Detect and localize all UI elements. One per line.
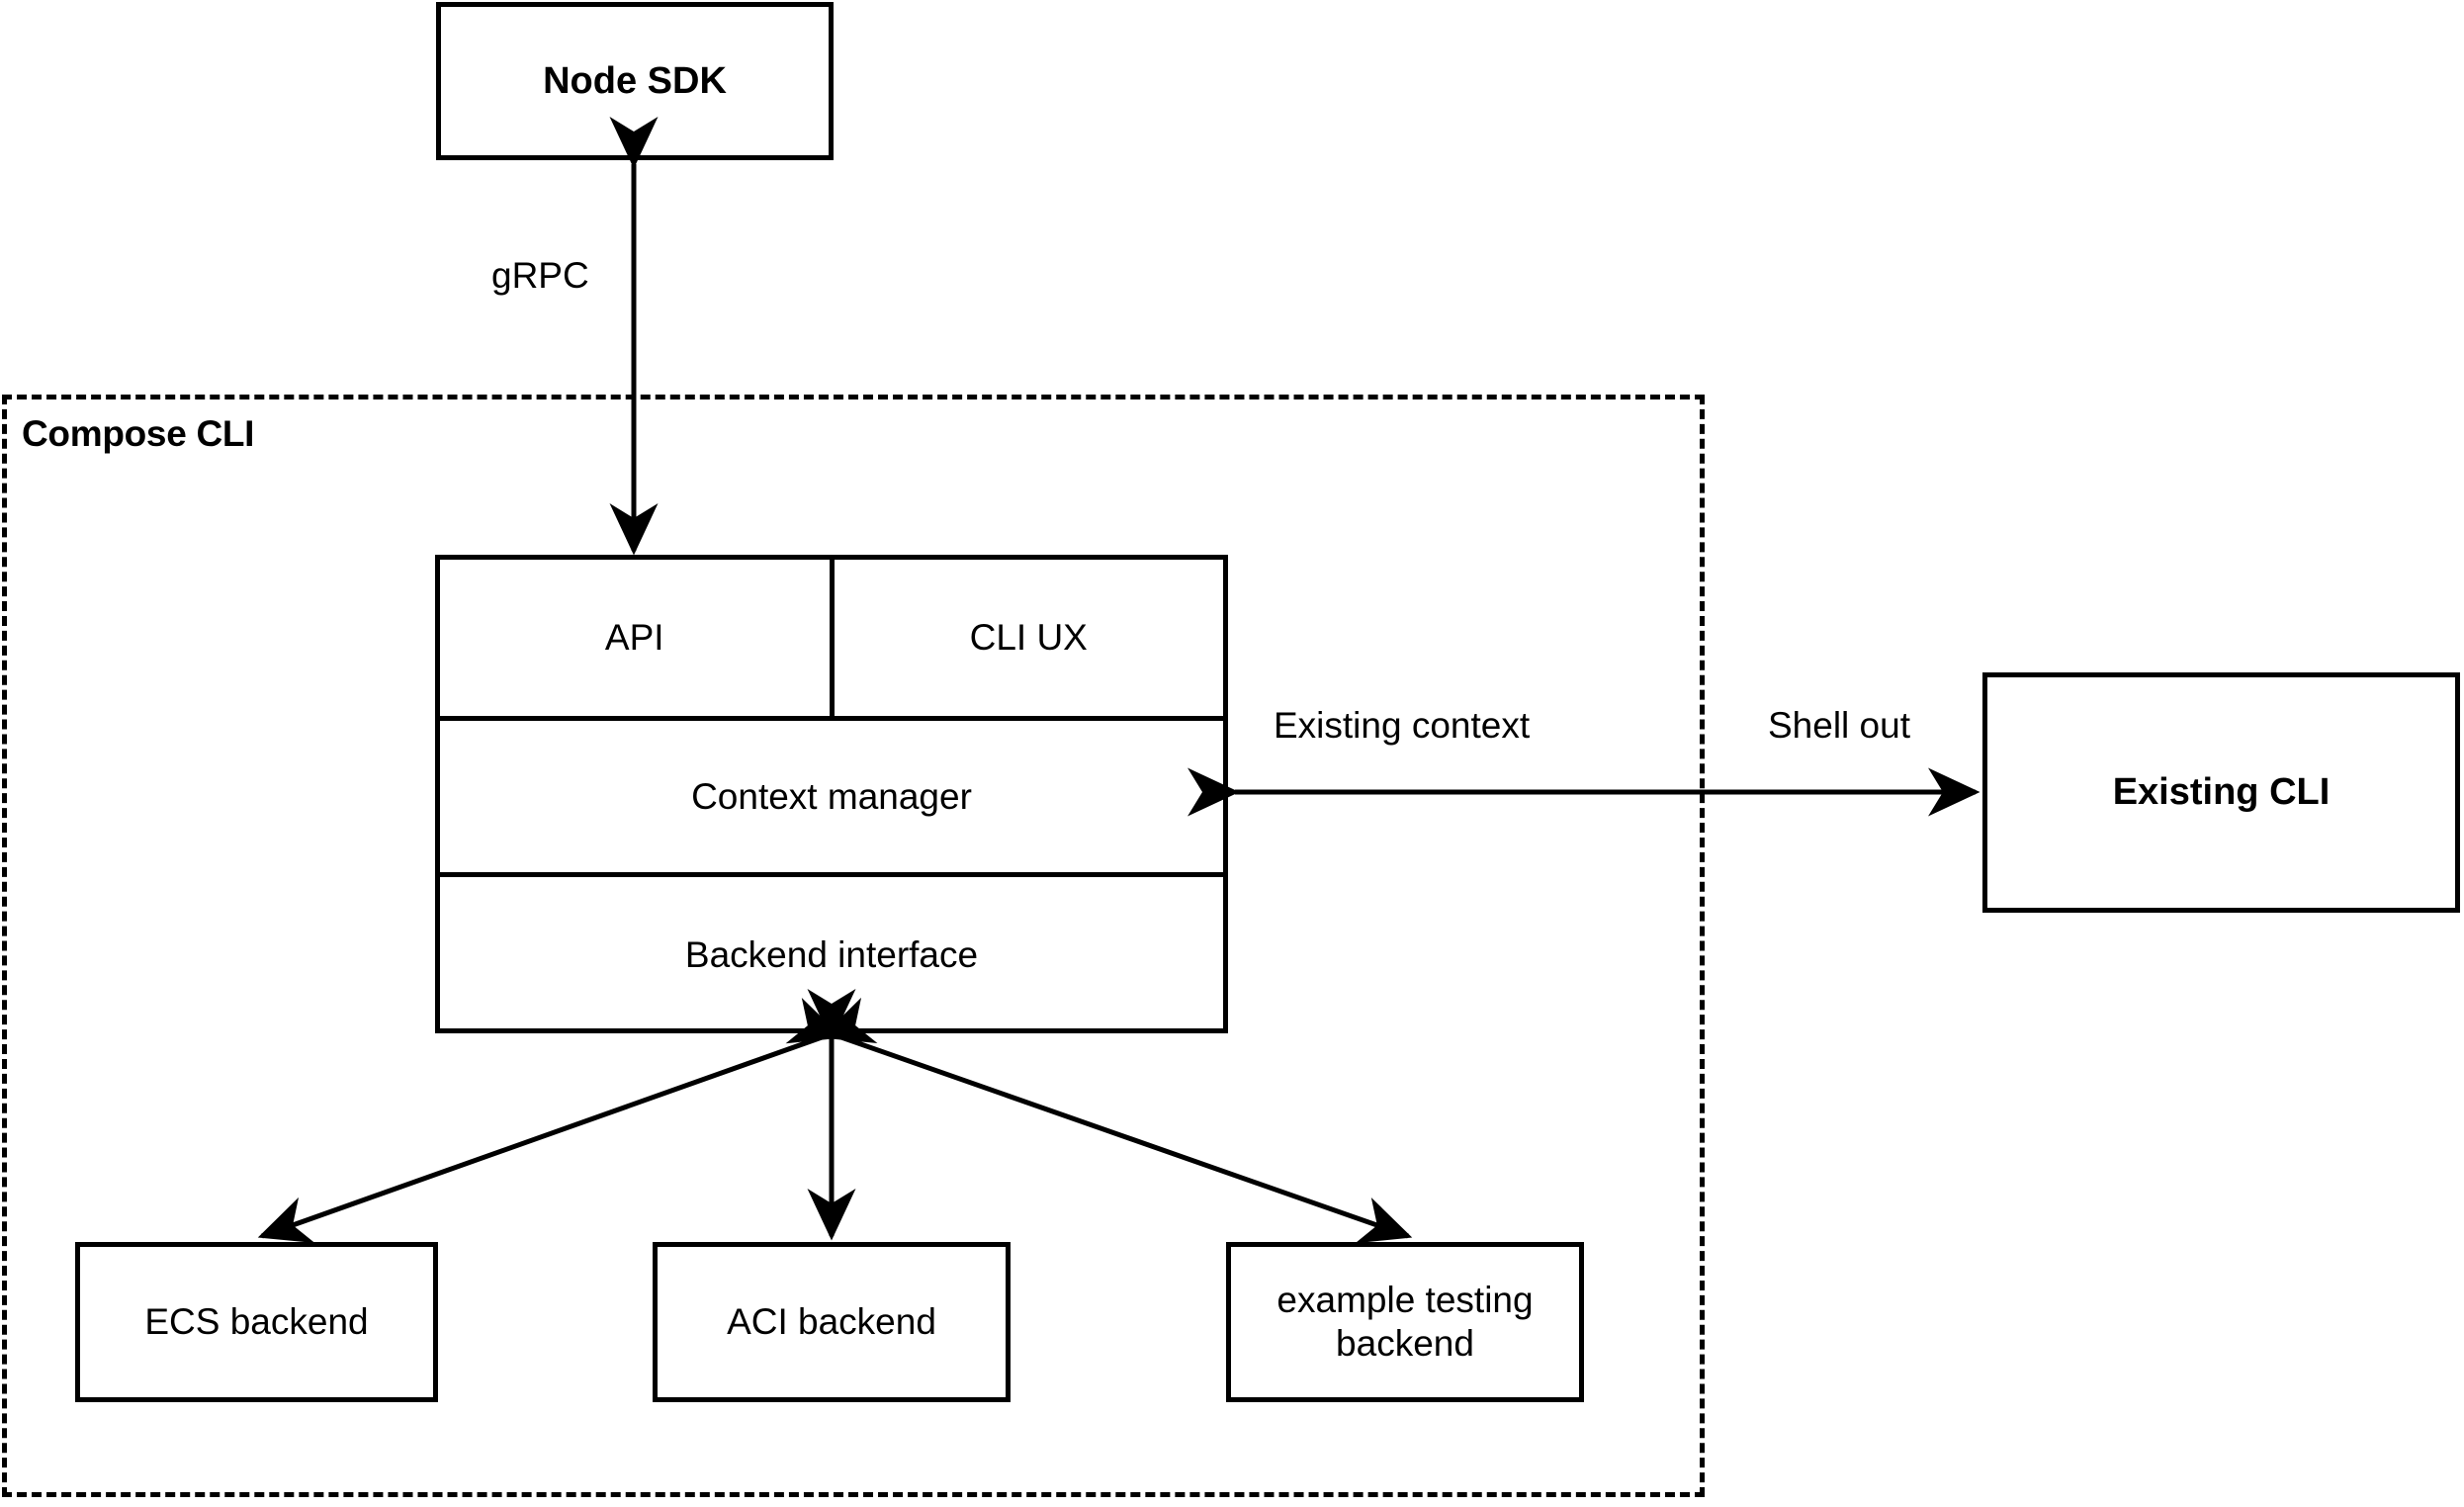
cli-ux-cell[interactable]: CLI UX	[829, 560, 1224, 716]
api-cell[interactable]: API	[440, 560, 830, 716]
node-sdk-box[interactable]: Node SDK	[436, 2, 834, 160]
stack-row-api-cliux: API CLI UX	[440, 560, 1223, 716]
shell-out-edge-label: Shell out	[1768, 705, 1910, 746]
existing-cli-box[interactable]: Existing CLI	[1982, 672, 2460, 913]
cli-ux-label: CLI UX	[969, 617, 1088, 658]
aci-backend-box[interactable]: ACI backend	[653, 1242, 1011, 1402]
grpc-edge-label: gRPC	[491, 255, 589, 296]
existing-cli-label: Existing CLI	[2112, 771, 2331, 814]
node-sdk-label: Node SDK	[543, 59, 727, 102]
ecs-backend-box[interactable]: ECS backend	[75, 1242, 438, 1402]
example-testing-backend-label: example testing backend	[1276, 1280, 1534, 1364]
backend-interface-label: Backend interface	[684, 934, 979, 975]
api-label: API	[604, 617, 664, 658]
compose-cli-core-stack: API CLI UX Context manager Backend inter…	[435, 555, 1228, 1033]
stack-row-context-manager[interactable]: Context manager	[440, 716, 1223, 872]
stack-row-backend-interface[interactable]: Backend interface	[440, 872, 1223, 1033]
compose-cli-group-label: Compose CLI	[22, 413, 255, 454]
aci-backend-label: ACI backend	[727, 1301, 936, 1343]
context-manager-label: Context manager	[691, 775, 972, 817]
example-testing-backend-box[interactable]: example testing backend	[1226, 1242, 1584, 1402]
backend-interface-cell[interactable]: Backend interface	[440, 877, 1223, 1033]
existing-context-edge-label: Existing context	[1274, 705, 1531, 746]
compose-cli-group-boundary	[2, 395, 1705, 1497]
context-manager-cell[interactable]: Context manager	[440, 721, 1223, 872]
ecs-backend-label: ECS backend	[144, 1301, 369, 1343]
